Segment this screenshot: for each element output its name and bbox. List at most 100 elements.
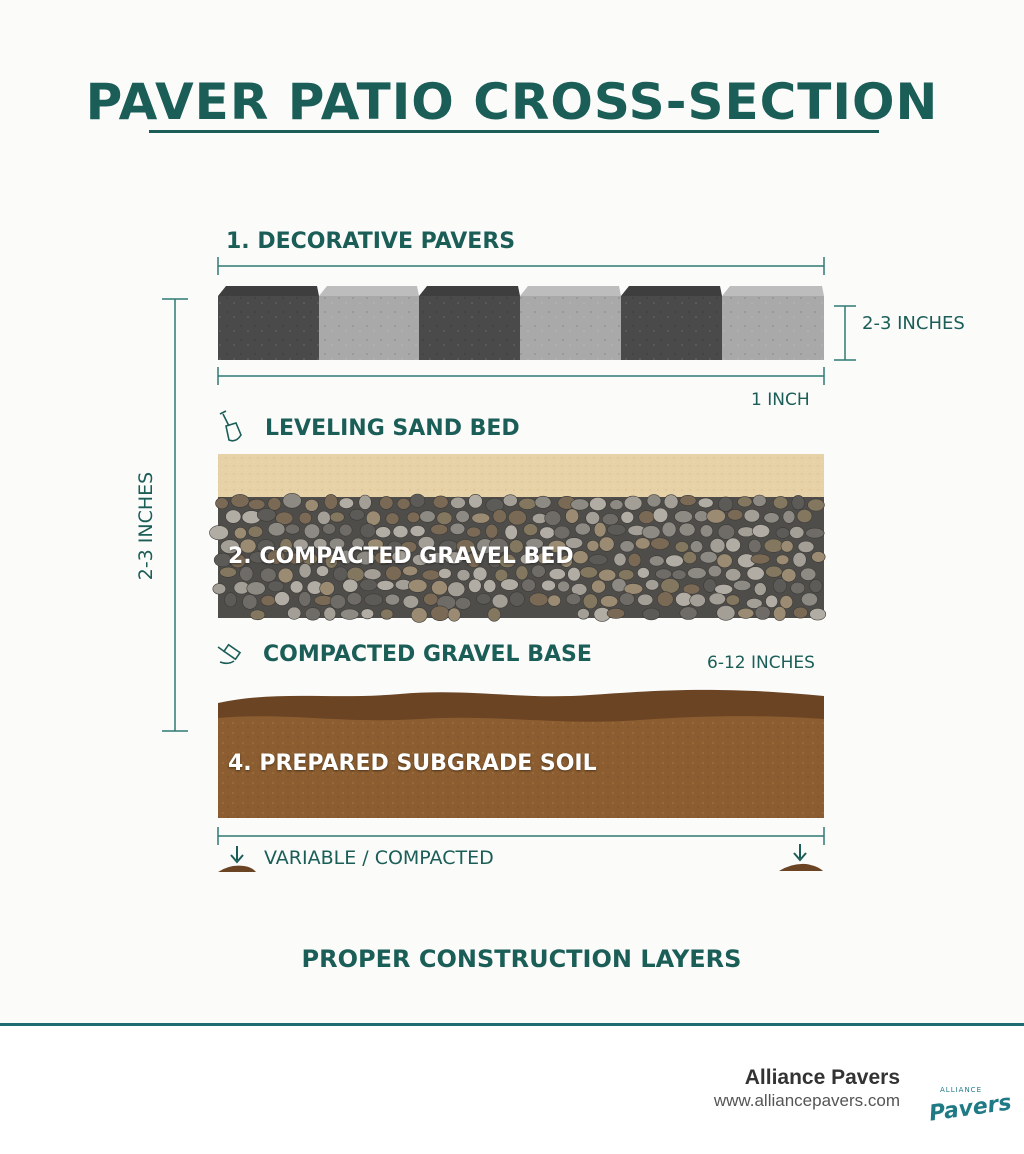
gravel-pebble — [650, 537, 670, 550]
gravel-pebble — [500, 578, 519, 591]
gravel-pebble — [714, 583, 734, 595]
paver-block-top — [419, 286, 520, 296]
gravel-pebble — [239, 566, 254, 582]
gravel-pebble — [209, 525, 229, 541]
gravel-pebble — [229, 553, 246, 569]
gravel-pebble — [598, 568, 617, 582]
logo-small-text: ALLIANCE — [940, 1086, 982, 1094]
soil-label: 4. PREPARED SUBGRADE SOIL — [228, 751, 597, 776]
gravel-pebble — [292, 538, 309, 551]
gravel-pebble — [593, 521, 607, 538]
gravel-pebble — [289, 580, 304, 594]
gravel-pebble — [634, 537, 651, 550]
gravel-pebble — [523, 523, 538, 536]
gravel-pebble — [534, 495, 552, 509]
gravel-pebble — [430, 605, 450, 621]
gravel-pebble — [797, 540, 815, 553]
gravel-pebble — [565, 508, 579, 524]
gravel-pebble — [379, 496, 394, 510]
gravel-pebble — [342, 578, 359, 593]
gravel-pebble — [606, 523, 627, 536]
gravel-pebble — [267, 522, 286, 537]
gravel-pebble — [485, 523, 499, 539]
top-dimension-line — [217, 257, 825, 275]
gravel-pebble — [267, 497, 282, 511]
gravel-pebble — [588, 554, 608, 566]
gravel-bed-label: 2. COMPACTED GRAVEL BED — [228, 544, 574, 569]
page-title: PAVER PATIO CROSS-SECTION — [85, 73, 939, 131]
gravel-pebble — [679, 606, 698, 620]
gravel-pebble — [249, 609, 266, 621]
gravel-pebble — [324, 494, 338, 510]
gravel-pebble — [285, 523, 300, 535]
gravel-pebble — [567, 566, 581, 582]
paver-block-top — [218, 286, 319, 296]
gravel-pebble — [652, 507, 669, 523]
gravel-pebble — [233, 526, 247, 540]
gravel-pebble — [468, 494, 483, 509]
gravel-pebble — [298, 563, 312, 579]
gravel-pebble — [547, 539, 567, 553]
gravel-pebble — [620, 510, 634, 524]
gravel-pebble — [789, 526, 805, 539]
gravel-pebble — [565, 537, 584, 549]
pavers-label: 1. DECORATIVE PAVERS — [226, 229, 516, 254]
gravel-pebble — [694, 510, 709, 523]
gravel-pebble — [303, 523, 321, 539]
gravel-pebble — [363, 568, 382, 581]
gravel-pebble — [792, 551, 807, 568]
gravel-pebble — [412, 554, 429, 566]
gravel-pebble — [487, 607, 501, 622]
gravel-pebble — [313, 538, 328, 550]
gravel-pebble — [753, 582, 767, 596]
gravel-pebble — [402, 565, 419, 577]
gravel-pebble — [541, 579, 556, 592]
gravel-pebble — [282, 493, 302, 509]
sand-dimension-line — [217, 367, 825, 385]
gravel-pebble — [557, 580, 570, 593]
gravel-pebble — [491, 593, 509, 609]
shovel-icon — [219, 410, 242, 442]
gravel-pebble — [656, 591, 674, 607]
gravel-pebble — [579, 566, 598, 579]
gravel-pebble — [329, 511, 345, 523]
gravel-pebble — [717, 524, 736, 540]
gravel-pebble — [687, 567, 707, 580]
gravel-pebble — [780, 540, 794, 553]
gravel-pebble — [718, 496, 734, 512]
gravel-pebble — [423, 592, 439, 606]
gravel-pebble — [519, 553, 535, 565]
gravel-pebble — [396, 497, 411, 510]
gravel-pebble — [637, 593, 654, 606]
gravel-pebble — [623, 583, 644, 595]
gravel-pebble — [367, 538, 384, 550]
gravel-pebble — [660, 578, 680, 594]
gravel-pebble — [689, 540, 703, 553]
gravel-pebble — [260, 567, 277, 583]
gravel-pebble — [737, 496, 753, 508]
gravel-base-label: COMPACTED GRAVEL BASE — [263, 642, 592, 667]
gravel-pebble — [582, 593, 598, 610]
gravel-pebble — [703, 578, 717, 593]
gravel-pebble — [598, 536, 615, 552]
soil-note-label: VARIABLE / COMPACTED — [264, 847, 494, 869]
gravel-pebble — [267, 549, 286, 565]
gravel-pebble — [772, 496, 789, 510]
gravel-pebble — [242, 594, 258, 610]
gravel-pebble — [733, 579, 752, 591]
bottom-dimension-line — [217, 827, 825, 845]
gravel-pebble — [531, 564, 546, 578]
gravel-pebble — [781, 568, 797, 583]
gravel-pebble — [618, 569, 635, 581]
gravel-pebble — [809, 578, 823, 593]
gravel-pebble — [287, 606, 302, 620]
gravel-pebble — [380, 608, 394, 620]
paver-layer — [218, 286, 824, 360]
website-link[interactable]: www.alliancepavers.com — [713, 1091, 900, 1110]
gravel-pebble — [220, 539, 240, 554]
gravel-pebble — [319, 581, 335, 596]
gravel-pebble — [560, 554, 573, 568]
gravel-pebble — [779, 595, 793, 609]
gravel-pebble — [340, 608, 360, 620]
gravel-pebble — [725, 537, 741, 553]
